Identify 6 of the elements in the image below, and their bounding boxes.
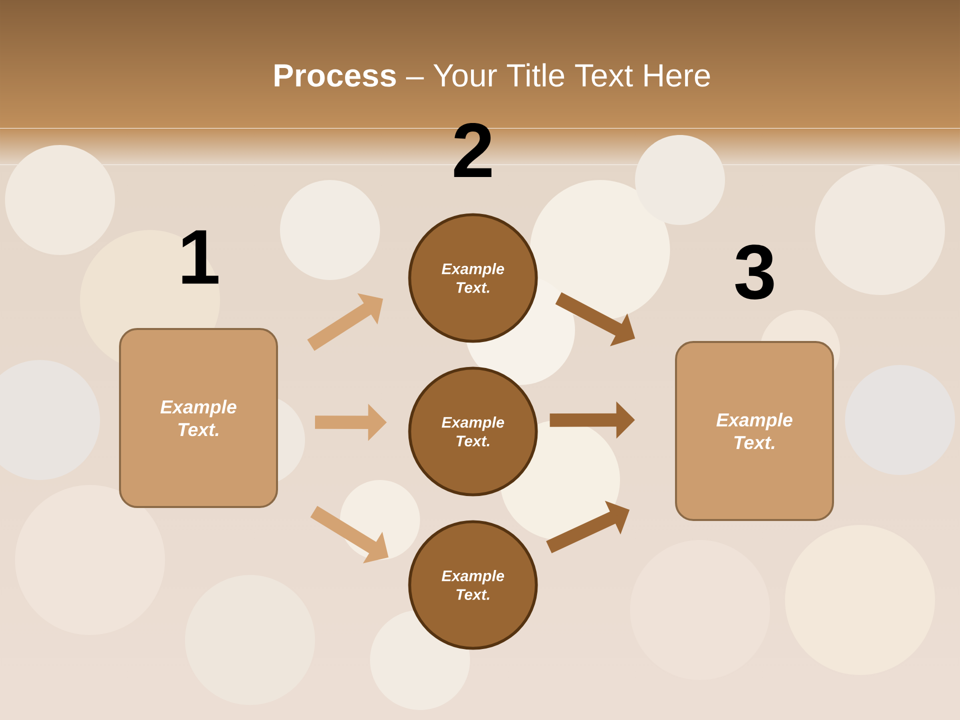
step-number: 2 xyxy=(454,123,492,177)
step-number: 1 xyxy=(182,230,218,284)
step-number: 3 xyxy=(735,244,774,300)
title: Process – Your Title Text Here xyxy=(274,63,710,87)
process-box: Example Text. xyxy=(675,341,834,521)
process-box: Example Text. xyxy=(119,328,278,508)
